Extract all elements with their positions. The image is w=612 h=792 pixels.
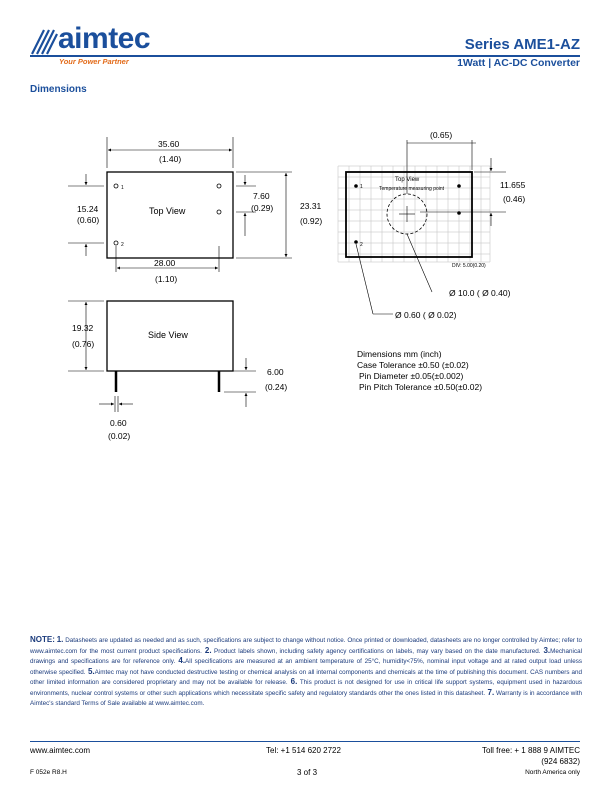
grid-top-mm: (0.65) bbox=[430, 130, 452, 140]
top-view-pin1-label: 1 bbox=[121, 185, 124, 191]
note-num-3: 3. bbox=[540, 645, 551, 655]
dim-note-pin-dia: Pin Diameter ±0.05(±0.002) bbox=[359, 371, 464, 381]
side-height-mm: 19.32 bbox=[72, 323, 94, 333]
grid-top-view-label: Top View bbox=[395, 177, 420, 183]
top-view-pin2-label: 2 bbox=[121, 242, 124, 248]
grid-view-drawing: 1 2 Top View Temperature measuring point… bbox=[337, 130, 526, 320]
header-rule bbox=[30, 55, 580, 57]
footer-website[interactable]: www.aimtec.com bbox=[30, 746, 91, 755]
footer-tollfree-number: (924 6832) bbox=[541, 757, 580, 766]
note-num-7: 7. bbox=[485, 687, 495, 697]
side-pin-w-in: (0.02) bbox=[108, 431, 130, 441]
note-text-7: Warranty is in accordance with Aimtec's … bbox=[30, 689, 582, 707]
series-title: Series AME1-AZ bbox=[464, 36, 580, 53]
footer-rule bbox=[30, 741, 580, 742]
footer-doc-code: F 052e R8.H bbox=[30, 769, 67, 776]
temp-point-label: Temperature measuring point bbox=[379, 186, 445, 192]
div-label: DIV: 5.00(0.20) bbox=[452, 263, 486, 269]
note-text-4: All specifications are measured at an am… bbox=[30, 658, 583, 676]
top-bottom-in: (1.10) bbox=[155, 274, 177, 284]
dimension-drawings: 1 2 Top View 35.60 (1.40) 15.24 (0.60) 7… bbox=[68, 130, 526, 441]
side-pin-len-in: (0.24) bbox=[265, 382, 287, 392]
note-text-2: Product labels shown, including safety a… bbox=[211, 647, 541, 655]
top-view-label: Top View bbox=[149, 206, 186, 216]
note-num-1: 1. bbox=[56, 635, 64, 644]
logo-mark-icon bbox=[31, 29, 58, 55]
footer-region: North America only bbox=[525, 769, 580, 776]
circle-dia-label: Ø 10.0 ( Ø 0.40) bbox=[449, 288, 511, 298]
note-heading: NOTE: bbox=[30, 635, 55, 644]
top-left-mm: 15.24 bbox=[77, 204, 99, 214]
side-pin-w-mm: 0.60 bbox=[110, 418, 127, 428]
grid-right-mm: 11.655 bbox=[500, 180, 526, 190]
dim-note-case: Case Tolerance ±0.50 (±0.02) bbox=[357, 360, 469, 370]
logo-tagline: Your Power Partner bbox=[59, 57, 129, 66]
side-view-label: Side View bbox=[148, 330, 188, 340]
dimension-notes: Dimensions mm (inch) Case Tolerance ±0.5… bbox=[357, 349, 482, 393]
side-height-in: (0.76) bbox=[72, 339, 94, 349]
top-width-mm: 35.60 bbox=[158, 139, 180, 149]
note-text-1: Datasheets are updated as needed and as … bbox=[30, 637, 583, 655]
top-pitch-in: (0.29) bbox=[251, 203, 273, 213]
note-text-6: This product is not designed for use in … bbox=[30, 679, 582, 697]
note-text-5: Aimtec may not have conducted destructiv… bbox=[30, 668, 583, 687]
note-num-2: 2. bbox=[201, 645, 212, 655]
top-height-in: (0.92) bbox=[300, 216, 322, 226]
note-num-6: 6. bbox=[287, 677, 298, 687]
top-left-in: (0.60) bbox=[77, 215, 99, 225]
section-title: Dimensions bbox=[30, 84, 87, 95]
side-pin-len-mm: 6.00 bbox=[267, 367, 284, 377]
grid-pin2-label: 2 bbox=[360, 242, 363, 248]
footer-page-number: 3 of 3 bbox=[297, 768, 318, 777]
dim-note-units: Dimensions mm (inch) bbox=[357, 349, 442, 359]
top-width-in: (1.40) bbox=[159, 154, 181, 164]
footer-tollfree: Toll free: + 1 888 9 AIMTEC bbox=[481, 746, 580, 755]
grid-pin1-label: 1 bbox=[360, 184, 363, 190]
side-view-drawing: Side View 19.32 (0.76) 6.00 (0.24) 0.60 … bbox=[68, 300, 287, 441]
legal-notes: NOTE: 1. Datasheets are updated as neede… bbox=[30, 635, 582, 708]
top-height-mm: 23.31 bbox=[300, 201, 322, 211]
logo-wordmark: aimtec bbox=[58, 22, 151, 55]
note-text-3: Mechanical drawings and specifications a… bbox=[30, 647, 582, 666]
note-num-4: 4. bbox=[175, 656, 186, 666]
top-view-drawing: 1 2 Top View 35.60 (1.40) 15.24 (0.60) 7… bbox=[68, 137, 322, 284]
dim-note-pitch: Pin Pitch Tolerance ±0.50(±0.02) bbox=[359, 382, 483, 392]
grid-right-in: (0.46) bbox=[503, 194, 525, 204]
top-bottom-mm: 28.00 bbox=[154, 258, 176, 268]
note-num-5: 5. bbox=[85, 666, 95, 676]
footer-tel: Tel: +1 514 620 2722 bbox=[266, 746, 341, 755]
pin-dia-label: Ø 0.60 ( Ø 0.02) bbox=[395, 310, 457, 320]
product-subtitle: 1Watt | AC-DC Converter bbox=[457, 57, 580, 69]
top-pitch-mm: 7.60 bbox=[253, 191, 270, 201]
